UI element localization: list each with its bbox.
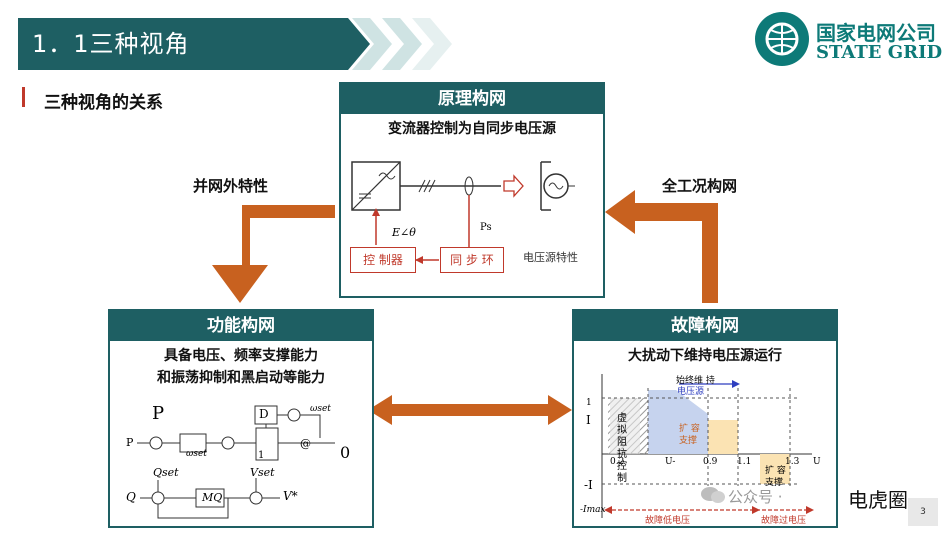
principle-diagram bbox=[351, 161, 575, 264]
fault-subtitle: 大扰动下维持电压源运行 bbox=[628, 348, 782, 364]
v-star-label: V* bbox=[283, 489, 298, 503]
arrow-fault-to-principle bbox=[605, 190, 718, 303]
state-grid-logo-icon bbox=[755, 12, 809, 66]
mq-block: MQ bbox=[202, 491, 223, 504]
controller-block: 控 制器 bbox=[350, 247, 416, 273]
sync-loop-block: 同 步 环 bbox=[440, 247, 504, 273]
always-keep-label: 始终维 持 bbox=[676, 376, 715, 386]
arrow-principle-to-function bbox=[212, 205, 335, 303]
title-banner bbox=[18, 18, 348, 70]
v-set-label: Vset bbox=[250, 466, 275, 479]
voltage-source-characteristic: 电压源特性 bbox=[523, 251, 578, 264]
function-p-small: P bbox=[126, 436, 134, 449]
function-box: 功能构网 具备电压、频率支撑能力 和振荡抑制和黑启动等能力 bbox=[108, 309, 374, 528]
logo-chinese-name: 国家电网公司 bbox=[816, 21, 936, 45]
page-title: 1．1三种视角 bbox=[32, 30, 190, 58]
voltage-source-label: 电压源 bbox=[677, 387, 705, 397]
section-subtitle: 三种视角的关系 bbox=[44, 93, 163, 113]
fault-x-1-1: 1.1 bbox=[737, 457, 752, 467]
function-line-2: 和振荡抑制和黑启动等能力 bbox=[157, 370, 325, 386]
arrow-function-fault-bidirectional bbox=[368, 395, 572, 425]
fault-y-i: I bbox=[586, 413, 591, 427]
subtitle-marker bbox=[22, 87, 25, 107]
fault-x-1-3: 1.3 bbox=[785, 457, 800, 467]
fault-low-voltage-label: 故障低电压 bbox=[645, 516, 691, 526]
e-theta-label: E∠θ bbox=[392, 226, 416, 239]
arrow-label-all-conditions: 全工况构网 bbox=[662, 177, 738, 195]
at-symbol: @ bbox=[300, 437, 311, 450]
fault-y-neg-i: -I bbox=[584, 478, 593, 492]
fault-title: 故障构网 bbox=[574, 311, 836, 341]
fault-over-voltage-label: 故障过电压 bbox=[761, 516, 807, 526]
function-p-large: P bbox=[152, 403, 165, 424]
q-input-label: Q bbox=[126, 490, 136, 504]
omega-set-block: ωset bbox=[186, 449, 207, 459]
function-d-block: D bbox=[259, 407, 269, 421]
fault-y-1: 1 bbox=[586, 398, 592, 408]
function-line-1: 具备电压、频率支撑能力 bbox=[164, 348, 318, 364]
brand-watermark: 电虎圈 bbox=[848, 488, 908, 512]
expand-support-label-2: 扩 容 支撑 bbox=[765, 466, 786, 488]
fault-x-u: U bbox=[813, 457, 821, 467]
principle-subtitle: 变流器控制为自同步电压源 bbox=[388, 121, 556, 137]
integrator-one: 1 bbox=[258, 450, 265, 461]
arrow-label-grid-characteristics: 并网外特性 bbox=[193, 177, 269, 195]
function-title: 功能构网 bbox=[110, 311, 372, 341]
logo-english-name: STATE GRID bbox=[816, 42, 943, 63]
theta-zero: 0 bbox=[340, 443, 351, 462]
virtual-impedance-label: 虚 拟 阻 抗 控 制 bbox=[617, 413, 629, 484]
principle-title: 原理构网 bbox=[341, 84, 603, 114]
wechat-icon bbox=[700, 485, 726, 505]
q-set-label: Qset bbox=[153, 466, 179, 479]
expand-support-label-1: 扩 容 支撑 bbox=[679, 424, 700, 446]
page-number: 3 bbox=[908, 498, 938, 526]
fault-x-u-minus: U- bbox=[665, 457, 676, 467]
ps-label: Ps bbox=[480, 222, 492, 233]
fault-x-0-2: 0.2 bbox=[610, 457, 625, 467]
function-control-diagram bbox=[137, 405, 335, 519]
fault-y-neg-imax: -Imax bbox=[580, 505, 606, 515]
fault-chart bbox=[601, 374, 814, 518]
wechat-watermark: 公众号 · bbox=[728, 488, 783, 506]
omega-set-top: ωset bbox=[310, 404, 331, 414]
fault-x-0-9: 0.9 bbox=[703, 457, 718, 467]
